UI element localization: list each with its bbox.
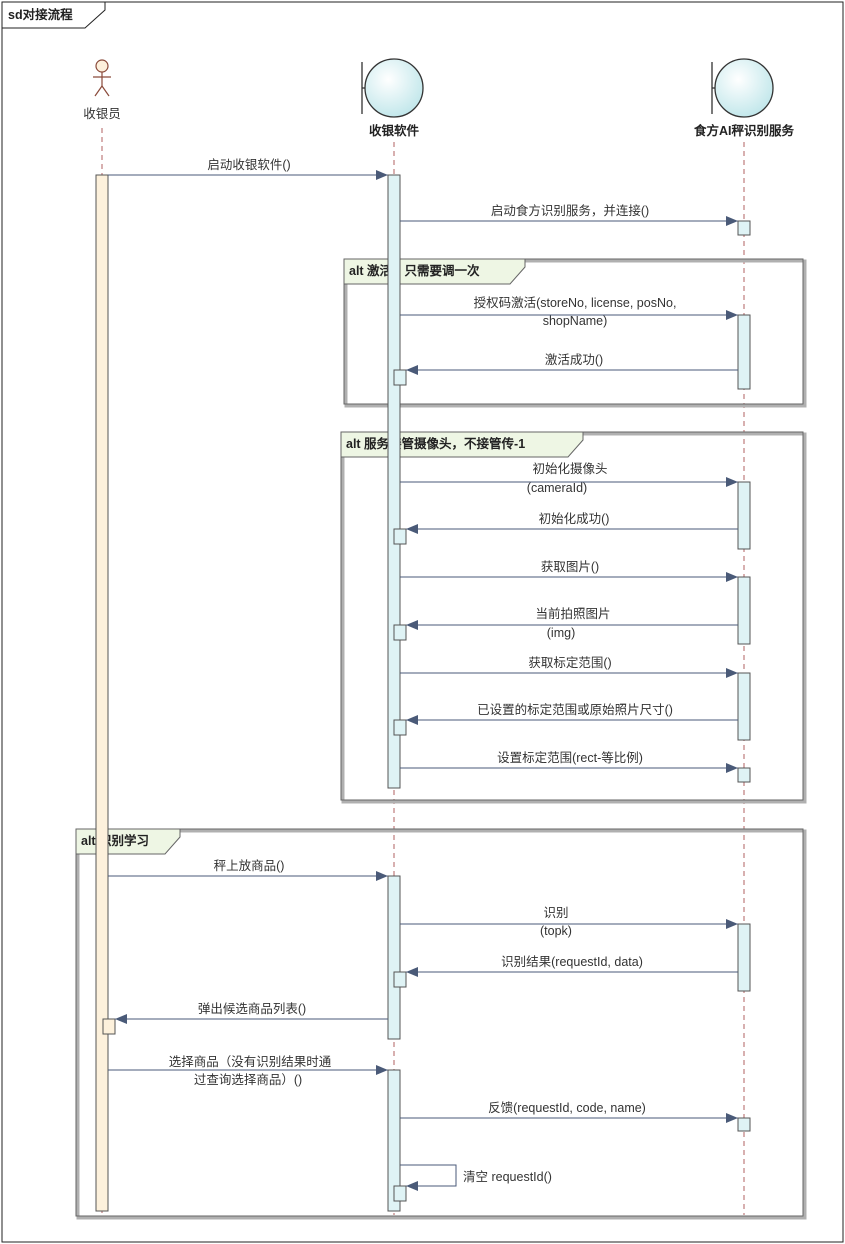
participant-ai-label: 食方AI秤识别服务 [693,123,795,138]
message-label-12a: 识别 [543,906,568,920]
message-label-5: 初始化成功() [539,512,610,526]
message-label-17: 清空 requestId() [463,1170,552,1184]
fragment-recognition: alt 识别学习 [75,828,807,1220]
activation-pos-5 [393,719,407,736]
message-label-6: 获取图片() [541,560,599,574]
message-label-8: 获取标定范围() [528,655,611,670]
message-label-1: 启动食方识别服务，并连接() [491,203,649,218]
message-label-13: 识别结果(requestId, data) [501,955,643,969]
activation-ai-7 [737,923,751,992]
activation-pos-7 [393,971,407,988]
fragment-camera-label: alt 服务接管摄像头，不接管传-1 [346,436,525,451]
message-label-15b: 过查询选择商品）() [194,1072,302,1087]
activation-cashier [95,174,109,1212]
message-label-4a: 初始化摄像头 [532,461,607,476]
message-label-15a: 选择商品（没有识别结果时通 [169,1054,332,1069]
activation-ai-4 [737,576,751,645]
activation-ai-8 [737,1117,751,1132]
message-label-10: 设置标定范围(rect-等比例) [497,750,643,765]
frame-title: sd对接流程 [8,7,73,22]
message-label-0: 启动收银软件() [207,158,290,172]
activation-pos-2 [393,369,407,386]
fragment-recognition-label: alt 识别学习 [81,833,149,848]
messages: 启动收银软件() 启动食方识别服务，并连接() 授权码激活(storeNo, l… [108,158,738,1191]
message-label-3: 激活成功() [545,353,603,367]
message-label-7b: (img) [547,626,575,640]
activation-pos-9 [393,1185,407,1202]
activation-ai-6 [737,767,751,783]
message-label-2b: shopName) [543,314,608,328]
fragment-activate-label: alt 激活，只需要调一次 [349,263,480,278]
fragment-camera: alt 服务接管摄像头，不接管传-1 [340,431,807,804]
activation-ai-3 [737,481,751,550]
frame-title-tab [1,1,106,29]
fragment-activate: alt 激活，只需要调一次 [343,258,807,408]
message-label-16: 反馈(requestId, code, name) [488,1101,646,1115]
participant-cashier-label: 收银员 [83,107,121,121]
message-label-2a: 授权码激活(storeNo, license, posNo, [474,295,677,310]
message-label-11: 秤上放商品() [214,858,285,873]
activation-pos-3 [393,528,407,545]
message-label-7a: 当前拍照图片 [535,606,610,621]
message-label-12b: (topk) [540,924,572,938]
activation-bars [95,174,751,1212]
message-label-4b: (cameraId) [527,481,587,495]
message-label-14: 弹出候选商品列表() [198,1001,306,1016]
actor-icon [93,59,111,97]
message-label-9: 已设置的标定范围或原始照片尺寸() [477,702,673,717]
boundary-icon-pos [361,58,424,118]
activation-cashier-2 [102,1018,116,1035]
activation-pos-8 [387,1069,401,1212]
message-arrow-17 [400,1164,457,1191]
boundary-icon-ai [711,58,774,118]
activation-pos-1 [387,174,401,789]
participant-pos-label: 收银软件 [369,123,420,138]
activation-ai-5 [737,672,751,741]
activation-ai-1 [737,220,751,236]
activation-ai-2 [737,314,751,390]
activation-pos-6 [387,875,401,1040]
activation-pos-4 [393,624,407,641]
